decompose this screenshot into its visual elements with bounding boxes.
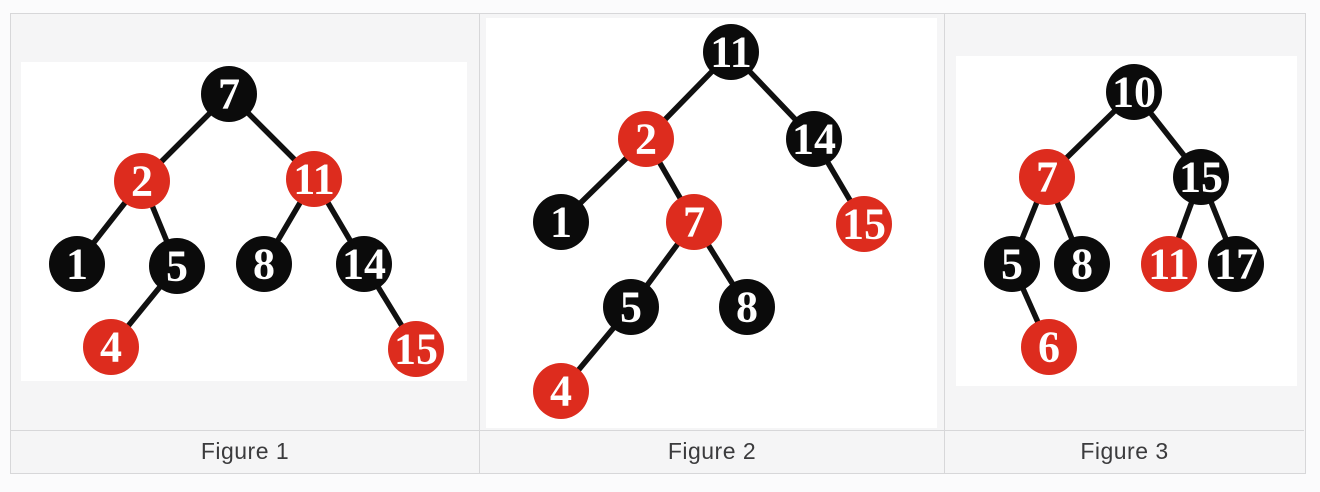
tree-node-11 xyxy=(286,151,342,207)
tree-node-label-4: 4 xyxy=(100,323,122,372)
tree-node-label-8: 8 xyxy=(736,283,758,332)
tree-node-label-8: 8 xyxy=(253,240,275,289)
tree-node-label-5: 5 xyxy=(620,283,642,332)
tree-node-4 xyxy=(533,363,589,419)
tree-node-2 xyxy=(114,153,170,209)
tree-node-label-5: 5 xyxy=(1001,240,1023,289)
tree-node-label-7: 7 xyxy=(218,70,240,119)
figure-2-diagram: 11 2 14 1 7 15 5 8 4 xyxy=(486,18,937,428)
tree-node-label-5: 5 xyxy=(166,242,188,291)
tree-node-label-14: 14 xyxy=(342,240,386,289)
tree-node-8 xyxy=(236,236,292,292)
tree-node-7 xyxy=(201,66,257,122)
tree-node-label-6: 6 xyxy=(1038,323,1060,372)
tree-node-14 xyxy=(336,236,392,292)
tree-node-label-17: 17 xyxy=(1214,240,1258,289)
tree-node-15 xyxy=(836,196,892,252)
figure-2-tree-svg: 11 2 14 1 7 15 5 8 4 xyxy=(533,24,892,419)
tree-node-label-2: 2 xyxy=(635,115,657,164)
tree-node-10 xyxy=(1106,64,1162,120)
tree-node-15 xyxy=(388,321,444,377)
figure-1-caption: Figure 1 xyxy=(11,429,480,473)
figure-3-caption: Figure 3 xyxy=(945,429,1304,474)
tree-node-label-11: 11 xyxy=(1148,240,1190,289)
tree-node-11 xyxy=(1141,236,1197,292)
tree-node-8 xyxy=(719,279,775,335)
figure-2-cell: 11 2 14 1 7 15 5 8 4 xyxy=(480,14,945,430)
tree-node-7 xyxy=(1019,149,1075,205)
tree-node-label-8: 8 xyxy=(1071,240,1093,289)
tree-node-label-7: 7 xyxy=(1036,153,1058,202)
tree-node-5 xyxy=(984,236,1040,292)
tree-node-14 xyxy=(786,111,842,167)
tree-node-label-7: 7 xyxy=(683,198,705,247)
tree-node-11 xyxy=(703,24,759,80)
tree-node-6 xyxy=(1021,319,1077,375)
tree-node-label-10: 10 xyxy=(1112,68,1156,117)
tree-node-label-14: 14 xyxy=(792,115,836,164)
tree-node-5 xyxy=(149,238,205,294)
tree-node-label-1: 1 xyxy=(66,240,88,289)
tree-node-label-2: 2 xyxy=(131,157,153,206)
tree-node-5 xyxy=(603,279,659,335)
tree-node-label-15: 15 xyxy=(1179,153,1223,202)
tree-node-label-15: 15 xyxy=(394,325,438,374)
tree-node-1 xyxy=(533,194,589,250)
tree-node-label-1: 1 xyxy=(550,198,572,247)
tree-node-2 xyxy=(618,111,674,167)
tree-node-17 xyxy=(1208,236,1264,292)
tree-node-label-11: 11 xyxy=(710,28,752,77)
tree-node-7 xyxy=(666,194,722,250)
tree-node-8 xyxy=(1054,236,1110,292)
figure-2-caption: Figure 2 xyxy=(480,429,945,473)
tree-node-4 xyxy=(83,319,139,375)
tree-node-label-11: 11 xyxy=(293,155,335,204)
tree-node-label-4: 4 xyxy=(550,367,572,416)
tree-node-label-15: 15 xyxy=(842,200,886,249)
tree-node-15 xyxy=(1173,149,1229,205)
tree-node-1 xyxy=(49,236,105,292)
